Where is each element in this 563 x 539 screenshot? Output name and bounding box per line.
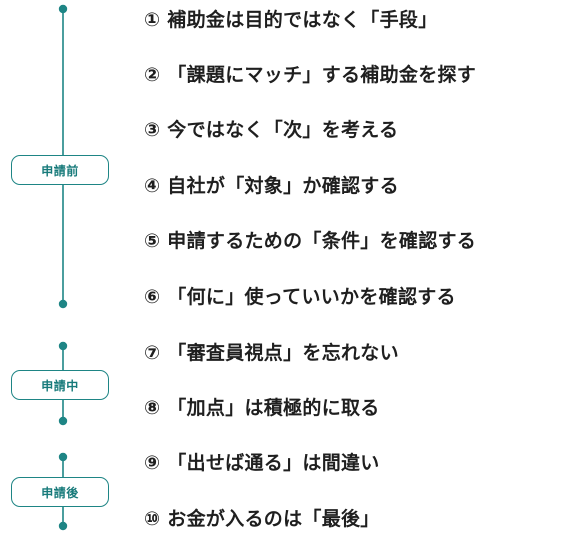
- phase-3-top-dot: [58, 452, 68, 462]
- phase-badge-during: 申請中: [11, 370, 109, 400]
- phase-2-bottom-dot: [58, 416, 68, 426]
- step-3: ③ 今ではなく「次」を考える: [144, 119, 399, 141]
- step-8: ⑧ 「加点」は積極的に取る: [144, 397, 380, 419]
- step-5: ⑤ 申請するための「条件」を確認する: [144, 230, 477, 252]
- step-7: ⑦ 「審査員視点」を忘れない: [144, 342, 399, 364]
- phase-badge-after: 申請後: [11, 477, 109, 507]
- phase-badge-before: 申請前: [11, 155, 109, 185]
- step-6: ⑥ 「何に」使っていいかを確認する: [144, 286, 456, 308]
- step-10: ⑩ お金が入るのは「最後」: [144, 508, 380, 530]
- step-4: ④ 自社が「対象」か確認する: [144, 175, 399, 197]
- phase-1-bottom-dot: [58, 299, 68, 309]
- step-9: ⑨ 「出せば通る」は間違い: [144, 452, 380, 474]
- phase-3-bottom-dot: [58, 521, 68, 531]
- phase-1-top-dot: [58, 4, 68, 14]
- step-2: ② 「課題にマッチ」する補助金を探す: [144, 64, 477, 86]
- step-1: ① 補助金は目的ではなく「手段」: [144, 9, 438, 31]
- phase-2-top-dot: [58, 341, 68, 351]
